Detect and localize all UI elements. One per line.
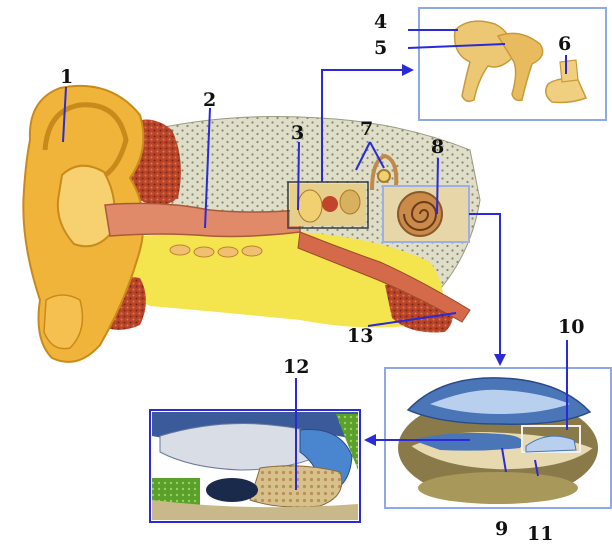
- label-4: 4: [374, 13, 387, 32]
- cochlea: [398, 192, 442, 236]
- leader-3: [298, 142, 299, 210]
- middle-ear-cavity: [290, 184, 366, 226]
- organ-detail-inset: [150, 410, 360, 522]
- label-7: 7: [360, 120, 373, 139]
- label-13: 13: [347, 327, 373, 346]
- ossicles-inset: [419, 8, 606, 120]
- label-9: 9: [495, 520, 508, 539]
- leader-8: [437, 158, 438, 214]
- detail-dark-cavity: [206, 478, 258, 502]
- cochlea-bottom-ridge: [418, 472, 578, 504]
- label-10: 10: [558, 318, 584, 337]
- ossicles-inset-frame: [419, 8, 606, 120]
- label-1: 1: [60, 68, 73, 87]
- cochlea-inset: [385, 368, 611, 508]
- label-5: 5: [374, 39, 387, 58]
- label-2: 2: [203, 91, 216, 110]
- label-11: 11: [527, 525, 553, 544]
- connector-cochlea: [469, 214, 500, 362]
- stapes-head: [560, 60, 578, 82]
- label-8: 8: [431, 138, 444, 157]
- earlobe: [44, 295, 82, 349]
- label-6: 6: [558, 35, 571, 54]
- arrowhead-detail: [364, 434, 376, 446]
- arrowhead-ossicles: [402, 64, 414, 76]
- label-12: 12: [283, 358, 309, 377]
- label-3: 3: [291, 124, 304, 143]
- arrowhead-cochlea: [494, 354, 506, 366]
